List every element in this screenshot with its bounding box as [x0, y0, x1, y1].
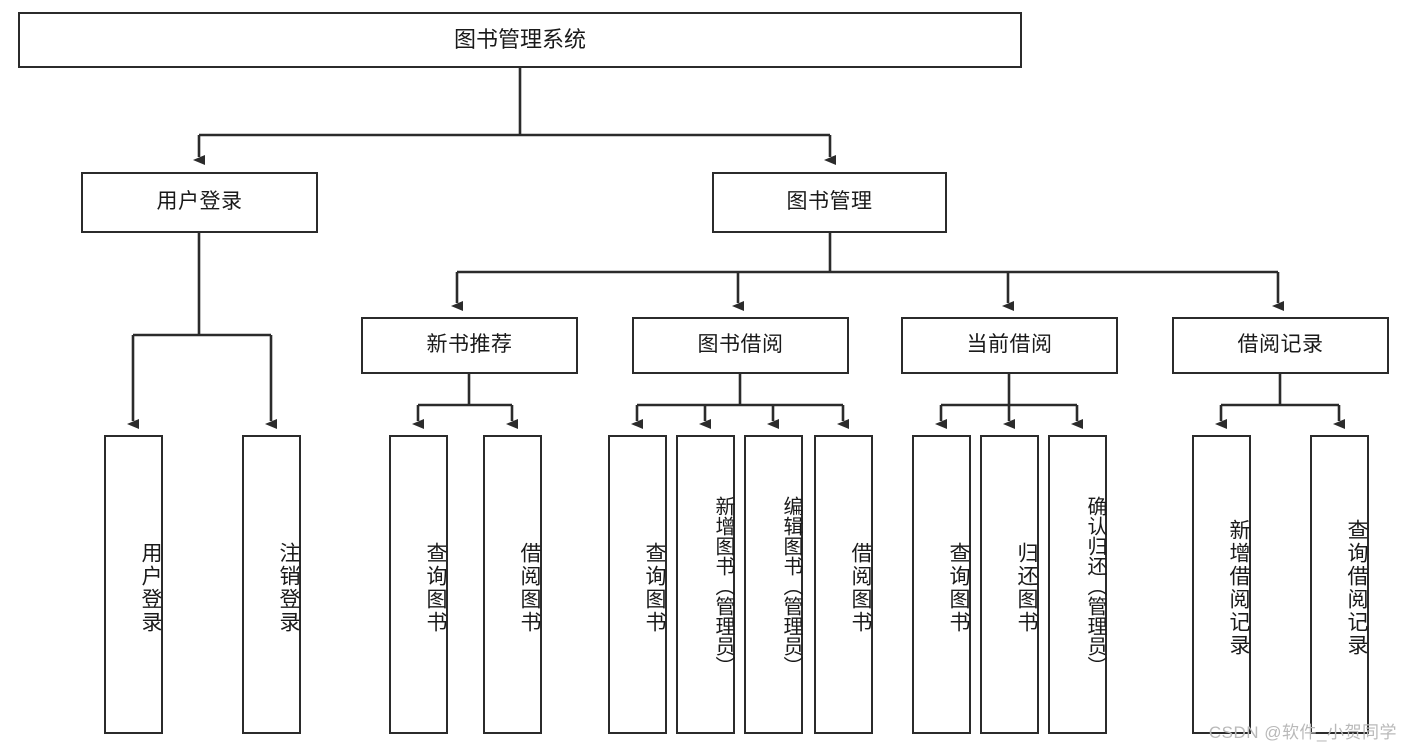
leaf-logout[interactable]: 注销登录	[242, 435, 301, 734]
leaf-query-book-recommend[interactable]: 查询图书	[389, 435, 448, 734]
leaf-borrow-book-recommend[interactable]: 借阅图书	[483, 435, 542, 734]
node-label: 查询图书	[947, 541, 970, 634]
node-label: 借阅记录	[1237, 333, 1324, 357]
leaf-query-book-current[interactable]: 查询图书	[912, 435, 971, 734]
node-label: 借阅图书	[518, 541, 541, 634]
node-current-borrow[interactable]: 当前借阅	[901, 317, 1118, 374]
node-label: 图书管理系统	[453, 27, 586, 53]
node-label: 当前借阅	[966, 333, 1053, 357]
node-label: 用户登录	[139, 541, 162, 634]
leaf-query-borrow-record[interactable]: 查询借阅记录	[1310, 435, 1369, 734]
leaf-return-book[interactable]: 归还图书	[980, 435, 1039, 734]
node-label: 编辑图书（管理员）	[780, 495, 802, 676]
node-user-login[interactable]: 用户登录	[81, 172, 318, 233]
node-label: 确认归还（管理员）	[1084, 495, 1106, 676]
node-book-management[interactable]: 图书管理	[712, 172, 947, 233]
leaf-user-login[interactable]: 用户登录	[104, 435, 163, 734]
leaf-query-book-borrow[interactable]: 查询图书	[608, 435, 667, 734]
node-label: 注销登录	[277, 541, 300, 634]
csdn-watermark: CSDN @软件_小贺同学	[1208, 723, 1397, 742]
node-label: 查询借阅记录	[1345, 518, 1368, 657]
node-label: 新增图书（管理员）	[712, 495, 734, 676]
leaf-edit-book-admin[interactable]: 编辑图书（管理员）	[744, 435, 803, 734]
leaf-confirm-return-admin[interactable]: 确认归还（管理员）	[1048, 435, 1107, 734]
node-label: 查询图书	[643, 541, 666, 634]
node-label: 图书借阅	[697, 333, 784, 357]
node-new-book-recommend[interactable]: 新书推荐	[361, 317, 578, 374]
node-label: 归还图书	[1015, 541, 1038, 634]
node-label: 新书推荐	[426, 333, 513, 357]
node-label: 图书管理	[786, 190, 873, 214]
node-label: 用户登录	[156, 190, 243, 214]
node-book-borrow[interactable]: 图书借阅	[632, 317, 849, 374]
leaf-add-book-admin[interactable]: 新增图书（管理员）	[676, 435, 735, 734]
node-label: 查询图书	[424, 541, 447, 634]
leaf-borrow-book[interactable]: 借阅图书	[814, 435, 873, 734]
leaf-add-borrow-record[interactable]: 新增借阅记录	[1192, 435, 1251, 734]
node-borrow-record[interactable]: 借阅记录	[1172, 317, 1389, 374]
node-root-system[interactable]: 图书管理系统	[18, 12, 1022, 68]
node-label: 新增借阅记录	[1227, 518, 1250, 657]
node-label: 借阅图书	[849, 541, 872, 634]
